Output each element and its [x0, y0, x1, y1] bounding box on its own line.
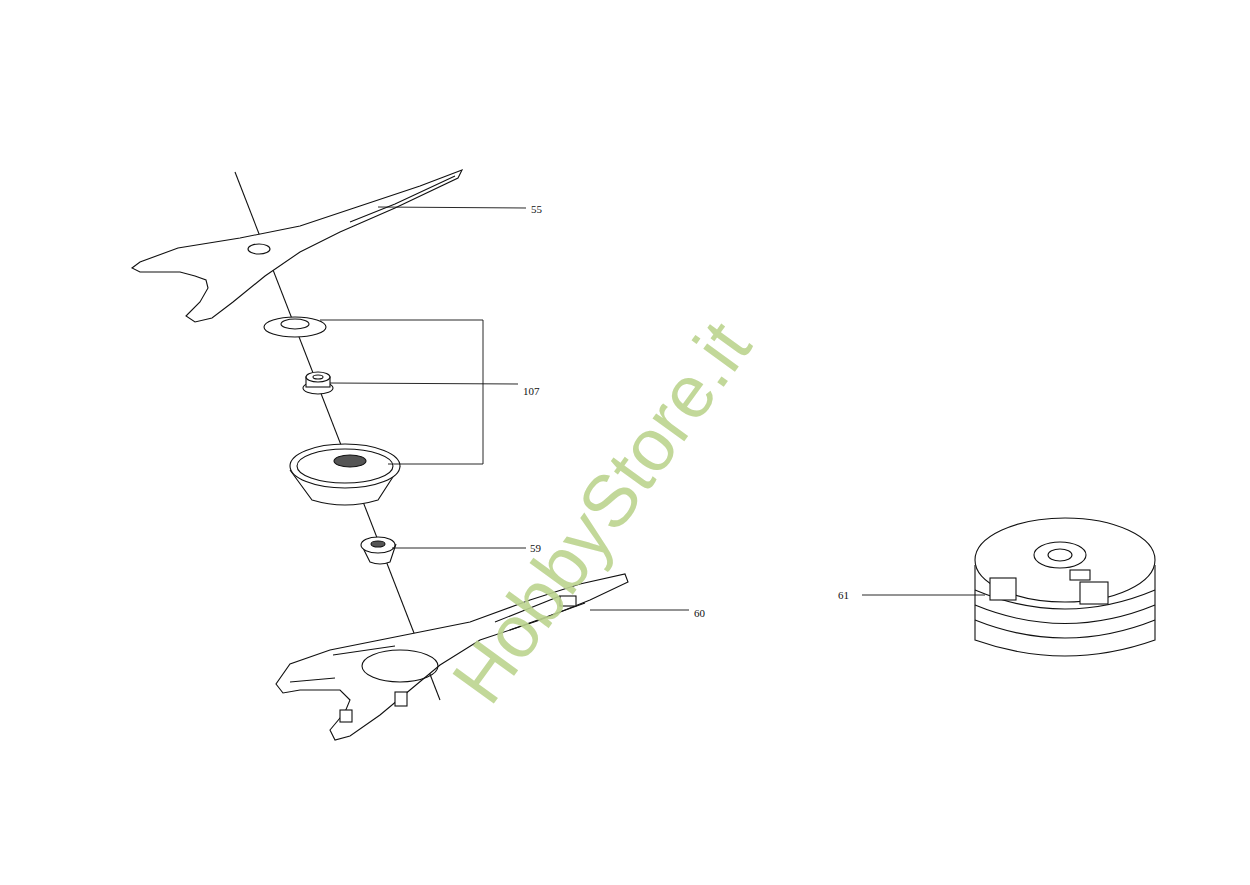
callout-number: 59 [529, 543, 542, 554]
blade-part [132, 170, 462, 322]
spool-top [975, 518, 1155, 602]
spool-hub [1034, 542, 1086, 568]
spool-eyelet [1080, 582, 1108, 604]
tool-clip [340, 710, 352, 722]
nut-59-hole [371, 541, 385, 547]
cup-inner [297, 449, 393, 483]
blade-edge [350, 176, 455, 222]
spool-arrow [1070, 570, 1090, 580]
cup-rim [290, 444, 400, 488]
nut-hole [313, 375, 323, 379]
callout-number: 61 [837, 590, 850, 601]
callout-number: 55 [530, 204, 543, 215]
watermark: HobbyStore.it [440, 309, 763, 715]
nut-top [306, 372, 330, 382]
blade-hole [248, 244, 270, 254]
callout-number: 60 [693, 608, 706, 619]
tool-hole [362, 650, 438, 682]
callout-number: 107 [522, 386, 541, 397]
spool-eyelet [990, 578, 1016, 600]
spool-hub-inner [1048, 549, 1072, 561]
washer [264, 317, 326, 337]
nut-59-top [361, 537, 395, 553]
tool-clip [395, 692, 407, 706]
washer-inner [281, 319, 309, 329]
cup-hub [334, 455, 366, 467]
